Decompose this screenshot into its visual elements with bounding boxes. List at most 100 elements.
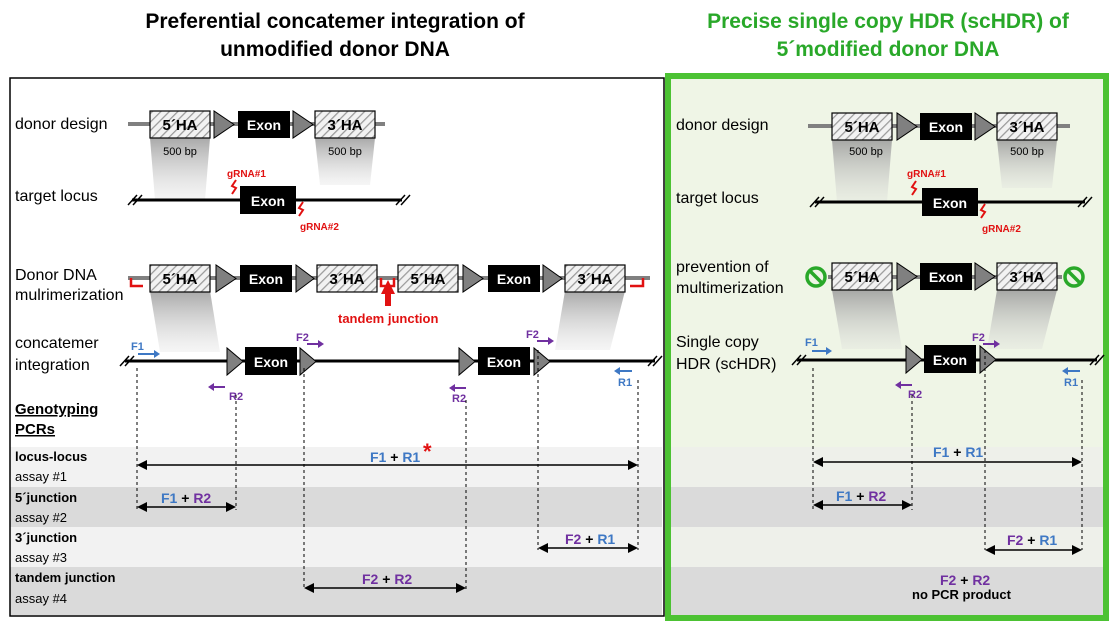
primer-f1-icon <box>812 347 832 355</box>
exon-box <box>920 113 972 140</box>
left-label-mult-1: Donor DNA <box>15 267 97 284</box>
svg-text:500 bp: 500 bp <box>328 146 362 158</box>
loxp-triangle <box>905 344 923 375</box>
ha3-box <box>996 112 1058 141</box>
loxp-triangle <box>215 264 237 293</box>
svg-text:F1 + R1: F1 + R1 <box>933 444 983 460</box>
left-target-locus: Exon gRNA#1 gRNA#2 <box>127 169 411 233</box>
svg-text:5´HA: 5´HA <box>844 269 879 286</box>
primer-r2-icon <box>208 383 225 391</box>
loxp-triangle <box>292 110 314 139</box>
ha3-box <box>564 264 626 293</box>
left-title-line1: Preferential concatemer integration of <box>145 10 525 33</box>
right-label-target-locus: target locus <box>676 190 759 207</box>
assay2-band <box>10 487 662 527</box>
assay4-band <box>10 567 662 615</box>
left-title-line2: unmodified donor DNA <box>220 38 450 61</box>
svg-text:Exon: Exon <box>933 352 967 368</box>
assay1-id: assay #1 <box>15 469 67 484</box>
primer-r2-icon <box>895 381 912 389</box>
svg-text:Exon: Exon <box>933 195 967 211</box>
right-title-line2: 5´modified donor DNA <box>776 38 1000 61</box>
loxp-triangle <box>979 344 997 375</box>
left-concatemer: Exon Exon F1 F2 R2 F2 R2 R1 <box>119 329 663 405</box>
svg-text:F2 + R2: F2 + R2 <box>940 572 990 588</box>
right-guide-lines <box>812 350 1083 550</box>
exon-box <box>922 188 978 216</box>
loxp-triangle <box>533 346 551 377</box>
assay3-band <box>10 527 662 567</box>
grna2-label: gRNA#2 <box>982 224 1021 235</box>
svg-text:Exon: Exon <box>487 354 521 370</box>
assay2-id: assay #2 <box>15 510 67 525</box>
svg-text:5´HA: 5´HA <box>844 119 879 136</box>
tandem-junction-arrow-icon <box>381 280 395 306</box>
exon-box <box>240 265 292 292</box>
svg-text:Exon: Exon <box>251 193 285 209</box>
no-pcr-product-label: no PCR product <box>912 587 1012 602</box>
right-label-prevention-2: multimerization <box>676 280 784 297</box>
svg-text:R1: R1 <box>618 377 632 389</box>
svg-text:500 bp: 500 bp <box>849 146 883 158</box>
right-pcr-products: F1 + R1 F1 + R2 F2 + R1 F2 + R2 no PCR p… <box>813 444 1082 602</box>
svg-text:R2: R2 <box>908 389 922 401</box>
right-target-locus: Exon gRNA#1 gRNA#2 <box>809 169 1093 235</box>
ha3-box <box>314 110 376 139</box>
svg-text:F1: F1 <box>805 337 818 349</box>
overhang-icon <box>630 278 645 288</box>
primer-f1-icon <box>138 350 160 358</box>
assay-row-backgrounds <box>10 447 662 615</box>
grna1-cut-icon <box>230 179 238 195</box>
svg-text:F2: F2 <box>526 329 539 341</box>
exon-box <box>238 111 290 138</box>
svg-text:Exon: Exon <box>254 354 288 370</box>
loxp-triangle <box>974 112 996 141</box>
grna2-label: gRNA#2 <box>300 222 339 233</box>
ha5-box <box>149 110 211 139</box>
svg-text:3´HA: 3´HA <box>1009 119 1044 136</box>
loxp-triangle <box>896 112 918 141</box>
ha5-box <box>831 112 893 141</box>
right-label-donor-design: donor design <box>676 117 769 134</box>
primer-r2-icon <box>449 384 466 392</box>
grna1-label: gRNA#1 <box>907 169 946 180</box>
exon-box <box>920 263 972 290</box>
loxp-triangle <box>542 264 563 293</box>
loxp-triangle <box>462 264 484 293</box>
assay4-id: assay #4 <box>15 591 67 606</box>
assay1-band <box>10 447 662 487</box>
assay3-name: 3´junction <box>15 530 77 545</box>
svg-text:Exon: Exon <box>249 271 283 287</box>
svg-text:F1 + R2: F1 + R2 <box>836 488 886 504</box>
ha5-box <box>149 264 211 293</box>
svg-text:Exon: Exon <box>247 117 281 133</box>
right-donor-design: 5´HA Exon 3´HA 500 bp 500 bp <box>808 112 1070 202</box>
left-multimerization: 5´HA Exon 3´HA 5´HA Exon 3´HA tandem jun… <box>128 264 650 352</box>
loxp-triangle <box>213 110 235 139</box>
right-label-prevention-1: prevention of <box>676 259 769 276</box>
svg-text:F2: F2 <box>972 332 985 344</box>
svg-text:3´HA: 3´HA <box>327 117 362 134</box>
grna2-cut-icon <box>979 203 987 219</box>
left-panel-frame <box>9 77 665 617</box>
left-label-concat-2: integration <box>15 357 90 374</box>
svg-text:F2: F2 <box>296 332 309 344</box>
assay4-name: tandem junction <box>15 570 115 585</box>
exon-box <box>240 186 296 214</box>
svg-text:Exon: Exon <box>929 269 963 285</box>
svg-text:Exon: Exon <box>929 119 963 135</box>
loxp-triangle <box>458 346 476 377</box>
svg-text:3´HA: 3´HA <box>577 271 612 288</box>
svg-text:R1: R1 <box>1064 377 1078 389</box>
primer-f2-icon <box>983 340 1000 348</box>
exon-box <box>478 347 530 375</box>
genotyping-pcrs-label-1: Genotyping <box>15 401 98 418</box>
block-icon <box>805 266 827 288</box>
left-label-concat-1: concatemer <box>15 335 99 352</box>
left-label-target-locus: target locus <box>15 188 98 205</box>
asterisk: * <box>423 439 432 464</box>
ha3-box <box>316 264 378 293</box>
svg-text:500 bp: 500 bp <box>1010 146 1044 158</box>
svg-text:Exon: Exon <box>497 271 531 287</box>
